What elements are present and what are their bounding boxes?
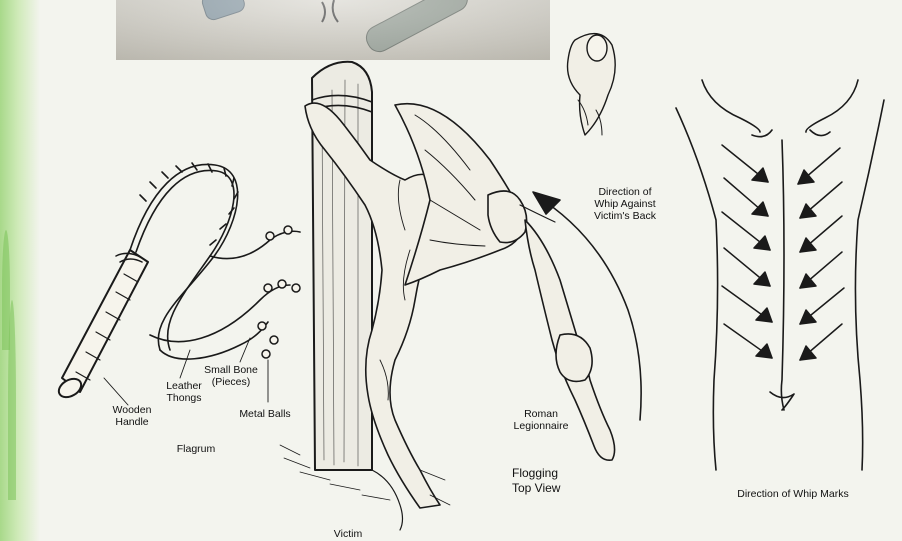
- label-whip-marks: Direction of Whip Marks: [708, 488, 878, 500]
- label-metal-balls: Metal Balls: [230, 408, 300, 420]
- label-roman-legionnaire: Roman Legionnaire: [506, 408, 576, 432]
- label-wooden-handle: Wooden Handle: [108, 404, 156, 428]
- back-outline: [676, 80, 884, 470]
- metal-balls: [258, 226, 300, 358]
- label-victim: Victim: [322, 528, 374, 540]
- top-view-head: [568, 34, 616, 135]
- legionnaire-figure: [395, 104, 615, 461]
- label-small-bone: Small Bone (Pieces): [196, 364, 266, 388]
- label-flogging-top-view: Flogging Top View: [512, 466, 592, 496]
- label-flagrum: Flagrum: [168, 443, 224, 455]
- label-whip-direction: Direction of Whip Against Victim's Back: [580, 186, 670, 222]
- flagrum-handle: [56, 250, 148, 401]
- leather-thongs: [130, 163, 300, 359]
